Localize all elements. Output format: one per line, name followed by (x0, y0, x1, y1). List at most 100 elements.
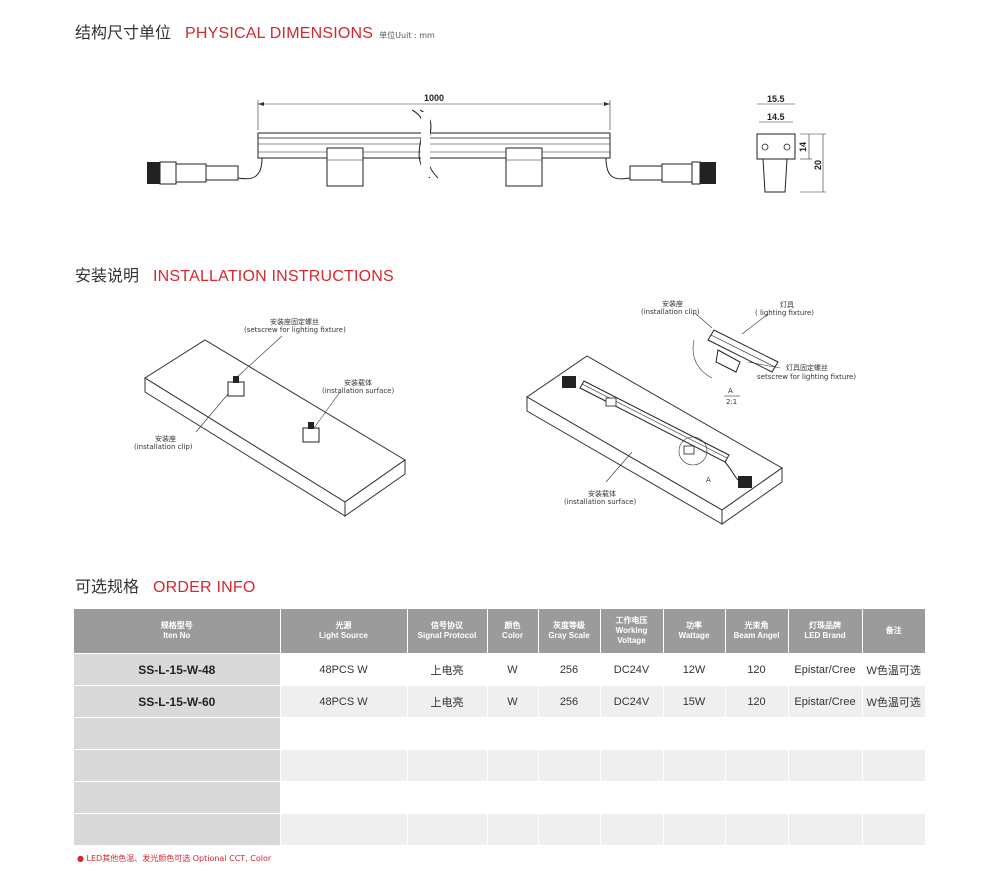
table-cell (600, 717, 664, 750)
table-cell (407, 813, 488, 845)
clip-cn: 安装座 (155, 434, 176, 443)
table-cell: 上电亮 (407, 653, 488, 686)
table-row (74, 749, 925, 782)
table-cell (487, 781, 539, 814)
table-cell: W色温可选 (862, 653, 925, 686)
surface2-en: (installation surface) (564, 498, 636, 506)
column-header-cn: 备注 (885, 626, 902, 635)
table-cell (407, 781, 488, 814)
table-cell: 48PCS W (280, 653, 408, 686)
table-cell: Epistar/Cree (788, 653, 863, 686)
column-header-en: Color (502, 631, 523, 640)
model-cell (74, 749, 281, 782)
column-header-cn: 灯珠品牌 (809, 621, 841, 630)
model-cell (74, 813, 281, 845)
detail-a: A (728, 387, 733, 395)
table-cell: 48PCS W (280, 685, 408, 718)
clip2-en: (installation clip) (641, 308, 700, 316)
footnote: ● LED其他色温、发光颜色可选 Optional CCT, Color (77, 854, 272, 863)
fixture-cn: 灯具 (780, 300, 794, 309)
table-cell: 256 (538, 653, 601, 686)
h2-label: 20 (813, 160, 823, 170)
setscrew-cn: 安装座固定螺丝 (270, 317, 319, 326)
clip-en: (installation clip) (134, 443, 193, 451)
table-cell (788, 781, 863, 814)
dimension-drawing: 1000 15.5 14.5 14 20 (147, 93, 826, 193)
table-cell (725, 749, 789, 782)
column-header-en: Beam Angel (733, 631, 780, 640)
table-cell: W (487, 653, 539, 686)
table-cell (280, 717, 408, 750)
table-cell (407, 749, 488, 782)
table-cell (663, 749, 726, 782)
column-header-en: Iten No (163, 631, 191, 640)
column-header-cn: 灰度等级 (553, 621, 585, 630)
table-cell (280, 781, 408, 814)
table-cell (788, 813, 863, 845)
table-cell: 15W (663, 685, 726, 718)
table-cell (725, 813, 789, 845)
table-cell: 上电亮 (407, 685, 488, 718)
model-cell (74, 781, 281, 814)
column-header-en: Gray Scale (548, 631, 590, 640)
table-cell (725, 781, 789, 814)
column-header-cn: 工作电压 (615, 616, 648, 625)
model-cell: SS-L-15-W-48 (74, 653, 281, 686)
table-cell (788, 717, 863, 750)
table-cell: Epistar/Cree (788, 685, 863, 718)
table-cell (862, 717, 925, 750)
table-cell (280, 749, 408, 782)
table-row (74, 717, 925, 750)
table-cell (663, 717, 726, 750)
column-header-cn: 光束角 (744, 621, 769, 630)
table-cell: DC24V (600, 685, 664, 718)
w1-label: 15.5 (767, 94, 785, 104)
table-cell (862, 813, 925, 845)
table-cell: 120 (725, 685, 789, 718)
table-cell (600, 781, 664, 814)
column-header-cn: 信号协议 (431, 621, 463, 630)
table-cell: DC24V (600, 653, 664, 686)
model-cell (74, 717, 281, 750)
column-header-en: Working Voltage (615, 626, 648, 645)
column-header-en: Signal Protocol (417, 631, 477, 640)
table-row (74, 813, 925, 845)
table-cell: 256 (538, 685, 601, 718)
surface-cn: 安装载体 (344, 378, 372, 387)
w2-label: 14.5 (767, 112, 785, 122)
table-cell (407, 717, 488, 750)
table-cell (663, 781, 726, 814)
table-cell (788, 749, 863, 782)
setscrew-en: (setscrew for lighting fixture) (244, 326, 346, 334)
length-label: 1000 (424, 93, 444, 103)
column-header-en: Wattage (678, 631, 710, 640)
table-cell (725, 717, 789, 750)
table-cell: 120 (725, 653, 789, 686)
table-cell (862, 749, 925, 782)
screw2-en: setscrew for lighting fixture) (757, 373, 856, 381)
table-cell (600, 749, 664, 782)
screw2-cn: 灯具固定螺丝 (786, 363, 828, 372)
table-cell (280, 813, 408, 845)
column-header: 备注 (862, 609, 925, 654)
surface-en: (installation surface) (322, 387, 394, 395)
column-header-cn: 功率 (686, 621, 702, 630)
table-cell (600, 813, 664, 845)
table-row (74, 781, 925, 814)
table-cell (862, 781, 925, 814)
table-cell (538, 749, 601, 782)
table-cell (487, 813, 539, 845)
table-cell (538, 781, 601, 814)
